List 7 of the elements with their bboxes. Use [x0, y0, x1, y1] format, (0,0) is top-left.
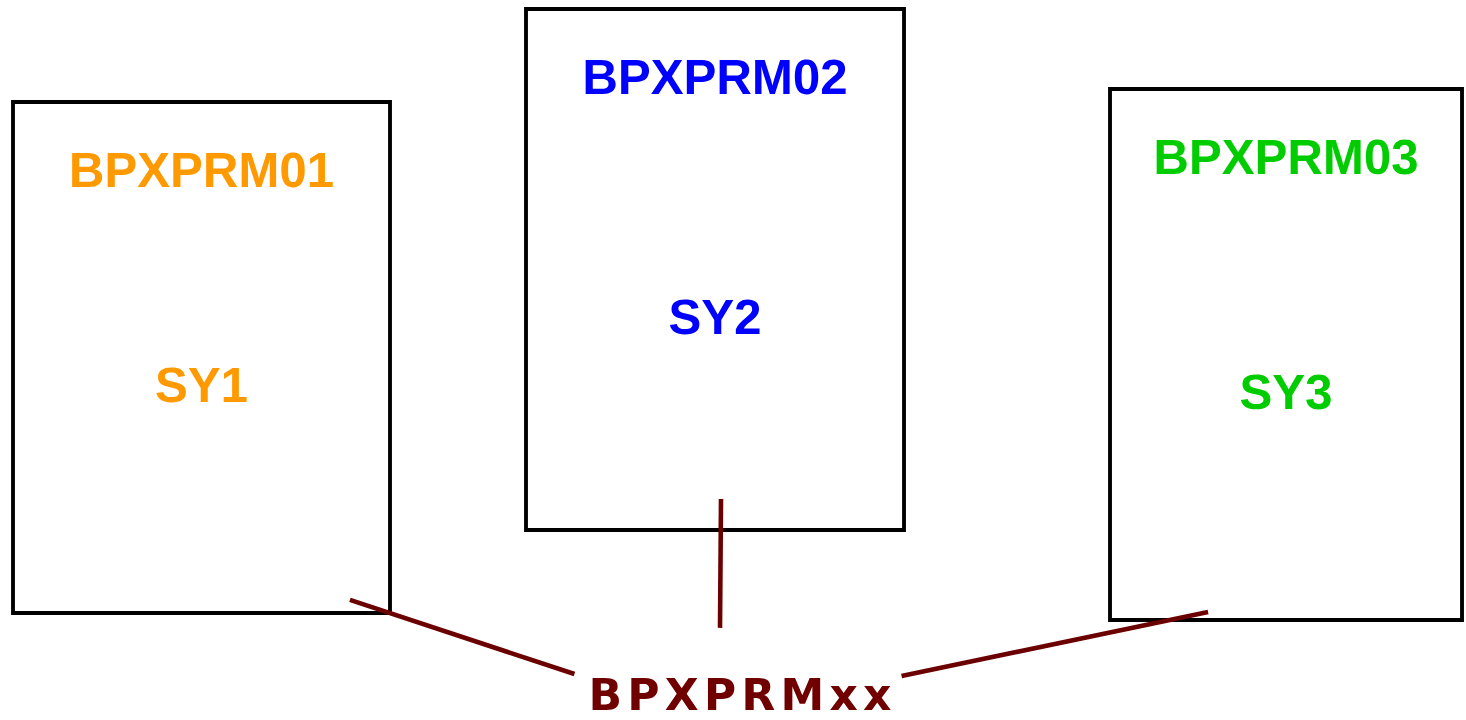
box: BPXPRM03 SY3	[1108, 87, 1464, 622]
label-text: BPXPRMxx	[592, 678, 891, 710]
connector-line	[349, 597, 576, 677]
box: BPXPRM02 SY2	[524, 7, 906, 532]
box: BPXPRM01 SY1	[11, 100, 392, 615]
connector-line	[901, 609, 1209, 679]
connector-line	[717, 498, 724, 628]
